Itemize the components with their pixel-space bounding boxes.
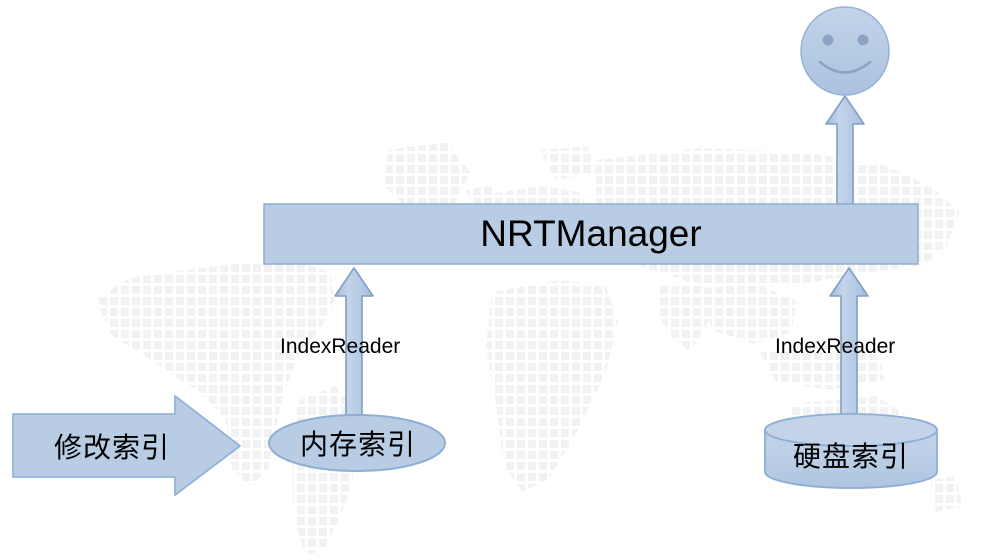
memory-index-ellipse <box>268 414 446 472</box>
nrt-manager-label: NRTManager <box>480 213 702 254</box>
disk-index-label: 硬盘索引 <box>792 440 909 473</box>
disk-index-cylinder <box>764 413 938 489</box>
index-reader-right-label: IndexReader <box>775 335 896 358</box>
index-reader-left-label: IndexReader <box>280 335 401 358</box>
modify-index-label: 修改索引 <box>53 431 170 464</box>
modify-index-block-arrow <box>12 395 241 496</box>
memory-index-label: 内存索引 <box>299 428 416 461</box>
nrt-manager-box[interactable] <box>263 203 919 265</box>
smiley-face-icon <box>800 6 890 96</box>
arrow-nrtmanager-to-user <box>825 95 865 205</box>
